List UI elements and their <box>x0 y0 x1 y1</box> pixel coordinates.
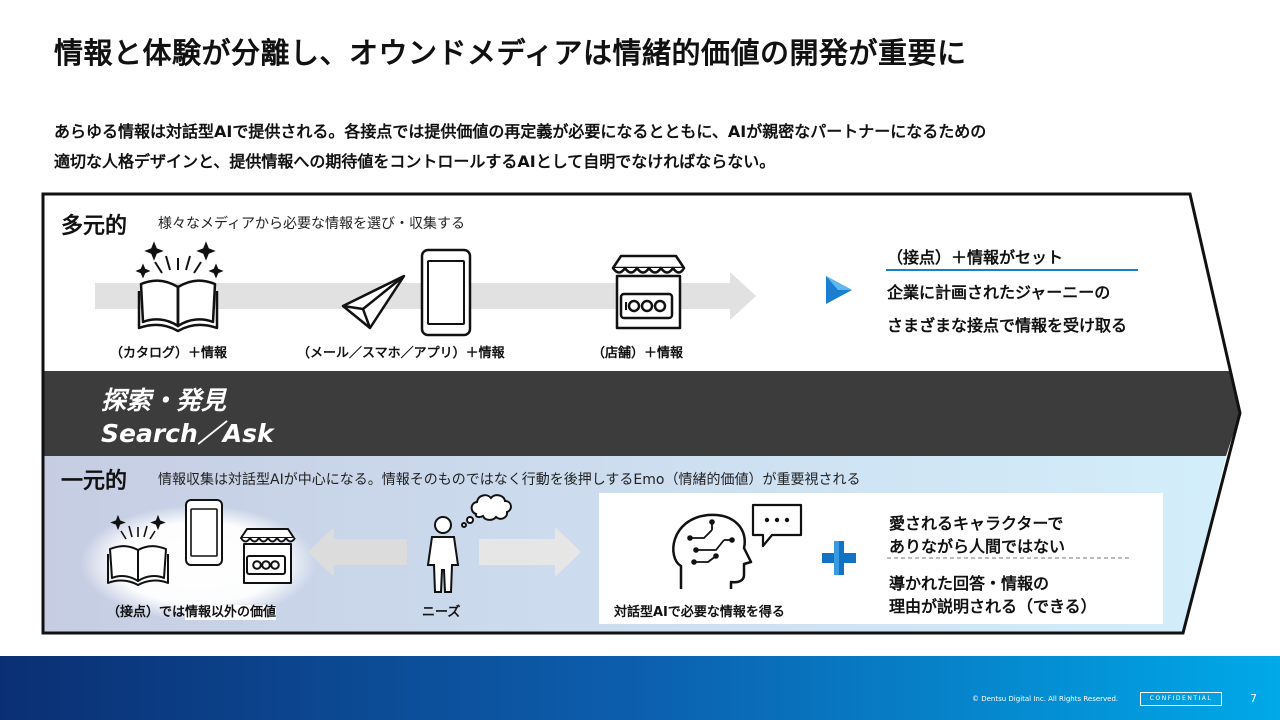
sparkle-small-icon <box>110 514 166 540</box>
touchpoint-caption: （接点）では情報以外の価値 <box>107 601 277 620</box>
smartphone-icon <box>420 248 472 337</box>
plus-highlight <box>834 541 839 575</box>
open-book-small-icon <box>107 545 169 586</box>
sparkle-lines-icon <box>135 241 224 279</box>
touchpoint-caption-highlight: 情報以外の価値 <box>185 605 277 620</box>
store-small-icon <box>240 528 296 584</box>
character-line-1: 愛されるキャラクターで <box>889 514 1064 533</box>
diagram-outline <box>41 192 1242 635</box>
lead-text-line-2: 適切な人格デザインと、提供情報への期待値をコントロールするAIとして自明でなけれ… <box>54 152 776 171</box>
play-triangle-icon <box>826 276 852 304</box>
store-caption: （店舗）＋情報 <box>592 346 684 361</box>
copyright-text: © Dentsu Digital Inc. All Rights Reserve… <box>972 695 1119 703</box>
explain-line-1: 導かれた回答・情報の <box>889 574 1050 593</box>
paper-plane-icon <box>341 274 406 330</box>
right-arrow <box>479 527 581 577</box>
smartphone-small-icon <box>185 499 223 566</box>
top-section-description: 様々なメディアから必要な情報を選び・収集する <box>158 216 466 232</box>
digital-caption: （メール／スマホ／アプリ）＋情報 <box>297 346 505 361</box>
thought-bubble-icon <box>461 494 512 528</box>
confidential-badge: CONFIDENTIAL <box>1140 692 1222 706</box>
band-title-japanese: 探索・発見 <box>101 386 227 415</box>
character-line-2: ありながら人間ではない <box>889 537 1066 556</box>
top-section-label: 多元的 <box>61 214 128 239</box>
band-title-english: Search／Ask <box>101 419 274 448</box>
result-heading: （接点）＋情報がセット <box>887 248 1064 267</box>
explain-line-2: 理由が説明される（できる） <box>889 597 1097 616</box>
footer-bar <box>0 656 1280 720</box>
ai-head-icon <box>672 513 753 589</box>
bottom-section-label: 一元的 <box>61 469 128 494</box>
lead-text-line-1: あらゆる情報は対話型AIで提供される。各接点では提供価値の再定義が必要になるとと… <box>54 122 987 141</box>
catalog-caption: （カタログ）＋情報 <box>110 346 228 361</box>
ai-caption: 対話型AIで必要な情報を得る <box>614 605 785 620</box>
needs-caption: ニーズ <box>422 605 461 620</box>
touchpoint-caption-prefix: （接点）では <box>107 605 186 620</box>
page-number: 7 <box>1250 692 1257 705</box>
speech-bubble-icon <box>751 503 803 548</box>
page-title: 情報と体験が分離し、オウンドメディアは情緒的価値の開発が重要に <box>54 36 967 70</box>
left-arrow <box>308 527 407 577</box>
search-band <box>43 371 1240 456</box>
result-line-1: 企業に計画されたジャーニーの <box>887 283 1111 302</box>
store-icon <box>611 254 686 330</box>
bottom-section-description: 情報収集は対話型AIが中心になる。情報そのものではなく行動を後押しするEmo（情… <box>158 472 861 488</box>
person-icon <box>426 516 460 593</box>
result-line-2: さまざまな接点で情報を受け取る <box>887 316 1128 335</box>
open-book-icon <box>137 279 219 333</box>
